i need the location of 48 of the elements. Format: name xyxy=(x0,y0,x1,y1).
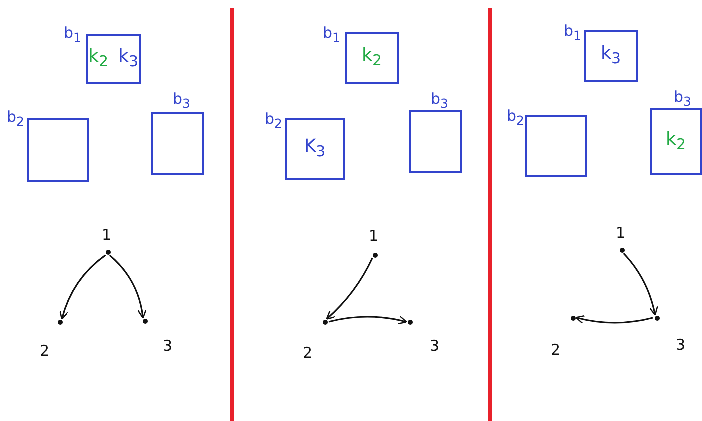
arrow xyxy=(60,254,106,320)
graph-node-dot xyxy=(654,316,660,320)
node-number: 3 xyxy=(163,339,173,354)
box-label: b$_{1}$ xyxy=(323,26,340,44)
empty-box xyxy=(151,112,204,175)
labeled-box xyxy=(86,34,141,84)
box-label: b$_{2}$ xyxy=(507,109,524,128)
labeled-box xyxy=(650,108,702,175)
arrow xyxy=(109,254,147,319)
labeled-box xyxy=(345,32,399,84)
node-number: 1 xyxy=(102,228,112,243)
graph-node-dot xyxy=(620,248,624,252)
graph-node-dot xyxy=(372,252,378,258)
node-number: 2 xyxy=(303,346,313,361)
empty-box xyxy=(409,110,462,173)
key-label: k$_{2}$ xyxy=(88,48,108,70)
graph-node-dot xyxy=(570,316,576,320)
box-label: b$_{1}$ xyxy=(564,24,582,42)
node-number: 1 xyxy=(369,229,379,244)
graph-node-dot xyxy=(58,320,62,324)
node-number: 2 xyxy=(551,343,561,358)
arrow xyxy=(328,316,408,325)
key-label: k$_{2}$ xyxy=(666,130,686,152)
box-label: b$_{2}$ xyxy=(265,112,282,130)
arrow xyxy=(326,258,374,320)
key-label: k$_{3}$ xyxy=(601,45,621,67)
key-label: k$_{2}$ xyxy=(362,47,382,69)
graph-node-dot xyxy=(142,318,148,324)
node-number: 3 xyxy=(430,339,440,354)
graph-node-dot xyxy=(408,320,412,324)
arrow xyxy=(623,253,658,316)
box-label: b$_{1}$ xyxy=(64,26,82,44)
node-number: 1 xyxy=(616,226,626,241)
key-label: k$_{3}$ xyxy=(118,48,138,70)
arrow xyxy=(576,315,654,324)
box-label: b$_{3}$ xyxy=(674,90,692,108)
box-label: b$_{3}$ xyxy=(173,92,190,110)
graph-node-dot xyxy=(322,320,328,324)
labeled-box xyxy=(285,118,345,180)
graph-node-dot xyxy=(106,250,110,254)
labeled-box xyxy=(584,30,638,82)
empty-box xyxy=(27,118,89,182)
key-label: K$_{3}$ xyxy=(304,138,326,160)
box-label: b$_{2}$ xyxy=(7,110,24,128)
box-label: b$_{3}$ xyxy=(431,92,448,110)
empty-box xyxy=(525,115,587,177)
node-number: 3 xyxy=(676,338,686,353)
node-number: 2 xyxy=(40,344,50,359)
